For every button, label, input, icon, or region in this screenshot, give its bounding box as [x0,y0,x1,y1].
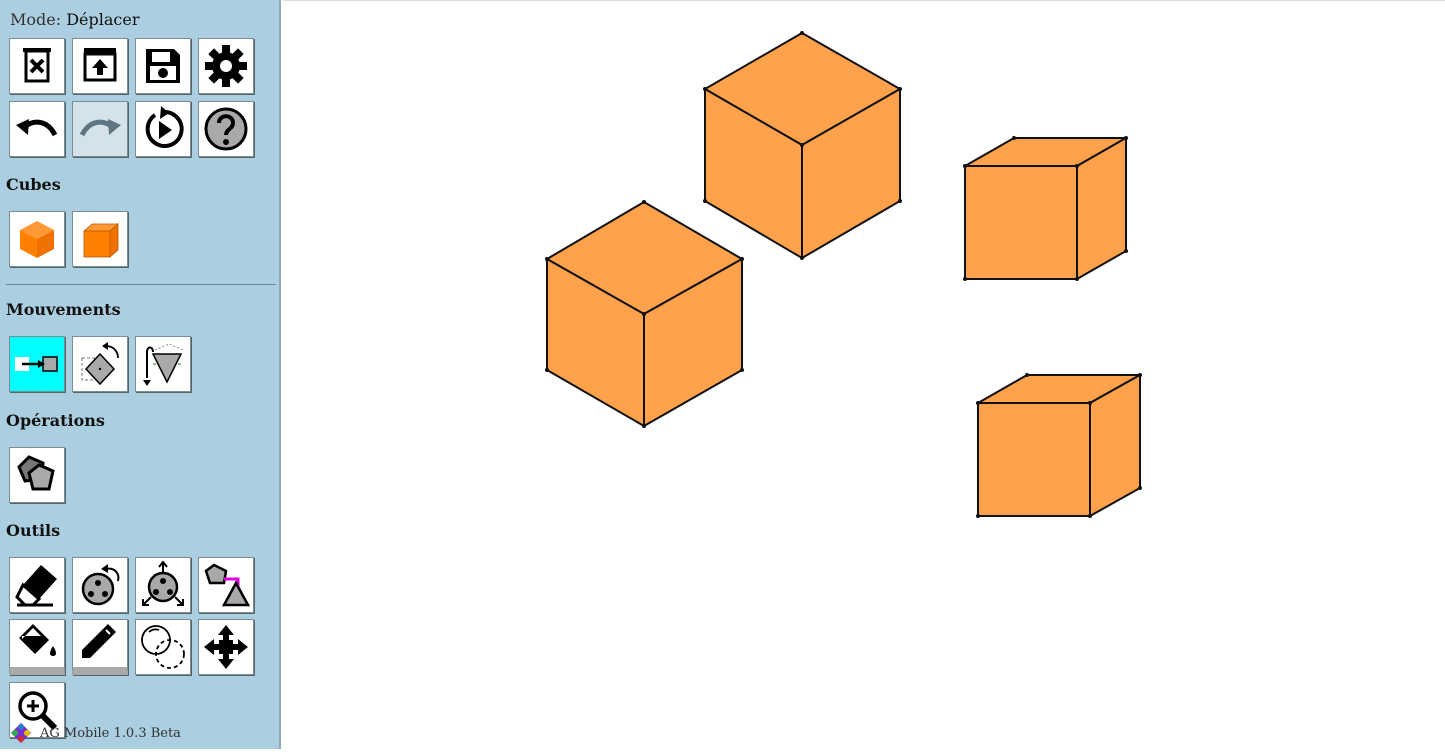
duplicate-tool[interactable] [135,619,191,675]
paint-bucket-icon [19,623,56,656]
section-operations: Opérations [6,411,105,430]
redo-icon [79,119,121,137]
help-button[interactable] [198,101,254,157]
save-button[interactable] [135,38,191,94]
section-outils: Outils [6,521,61,540]
move-arrows-tool[interactable] [198,619,254,675]
cube-shape[interactable] [704,32,901,259]
app-logo-icon [11,723,31,743]
undo-icon [16,119,58,137]
section-cubes: Cubes [6,175,61,194]
cube-shape[interactable] [977,374,1141,517]
rotate-tool[interactable] [72,336,128,392]
translate-icon [15,356,58,372]
duplicate-icon [141,625,185,669]
help-icon [204,107,248,151]
mode-indicator: Mode: Déplacer [10,10,140,29]
paint-bucket-tool[interactable] [9,619,65,675]
gear-icon [205,45,247,87]
delete-file-icon [23,48,51,83]
open-button[interactable] [72,38,128,94]
delete-button[interactable] [9,38,65,94]
cube-iso-icon [20,221,54,258]
cube-front-button[interactable] [72,211,128,267]
shape-border-color-icon [204,563,250,607]
sidebar-divider [6,284,276,285]
flip-tool[interactable] [135,336,191,392]
merge-shapes-icon [17,455,55,491]
save-icon [146,49,180,83]
merge-tool[interactable] [9,447,65,503]
eraser-icon [15,565,57,607]
cube-front-icon [82,223,120,258]
pencil-icon [82,623,116,658]
redo-button[interactable] [72,101,128,157]
drawing-canvas[interactable] [283,0,1445,749]
border-color-tool[interactable] [198,557,254,613]
app-footer: AG Mobile 1.0.3 Beta [10,722,181,744]
cube-shape[interactable] [964,137,1127,280]
rotate-pivot-tool[interactable] [72,557,128,613]
app-version: AG Mobile 1.0.3 Beta [40,725,181,741]
cube-iso-button[interactable] [9,211,65,267]
move-arrows-icon [204,625,248,669]
translate-tool[interactable] [9,336,65,392]
canvas-drawing [545,31,1142,518]
replay-button[interactable] [135,101,191,157]
cube-shape[interactable] [546,201,743,427]
sidebar: Mode: Déplacer [0,0,281,749]
rotate-icon [81,342,119,386]
mode-value: Déplacer [66,10,140,29]
undo-button[interactable] [9,101,65,157]
zoom-icon [18,691,58,731]
move-pivot-icon [142,561,184,606]
rotate-pivot-icon [81,564,120,606]
settings-button[interactable] [198,38,254,94]
mode-label: Mode: [10,10,62,29]
section-mouvements: Mouvements [6,300,121,319]
eraser-tool[interactable] [9,557,65,613]
move-pivot-tool[interactable] [135,557,191,613]
pencil-tool[interactable] [72,619,128,675]
upload-icon [83,48,117,82]
flip-icon [143,343,184,386]
replay-icon [145,106,184,148]
